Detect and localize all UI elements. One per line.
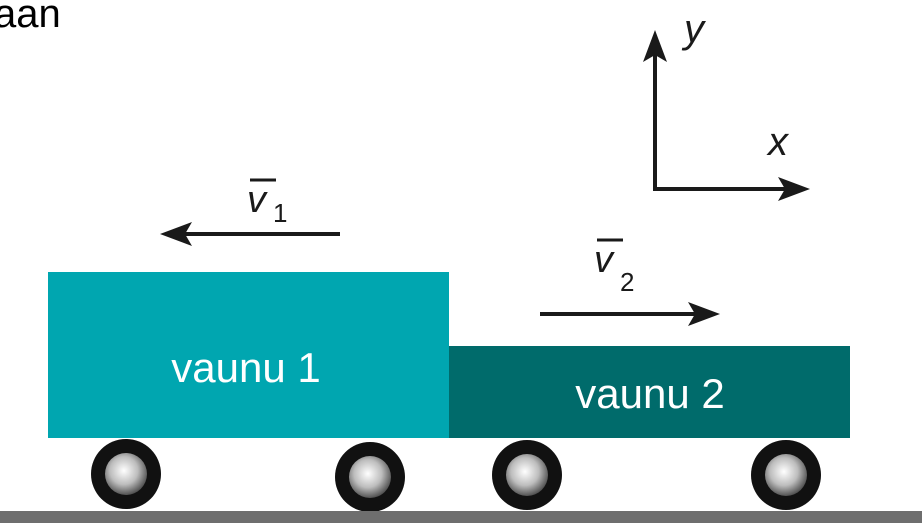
cart-2: vaunu 2 xyxy=(449,346,850,438)
cart-2-wheel-left xyxy=(492,440,562,510)
cart-1-body xyxy=(48,272,449,438)
y-axis-arrowhead xyxy=(643,30,667,62)
ground-line xyxy=(0,511,922,523)
cart-1-label: vaunu 1 xyxy=(171,344,320,391)
cart-1-wheel-right xyxy=(335,442,405,512)
y-axis-label: y xyxy=(681,7,707,51)
velocity-1-arrowhead xyxy=(160,222,192,246)
wheels xyxy=(91,439,821,512)
velocity-1-vector: v 1 xyxy=(160,178,340,246)
cart-2-body xyxy=(449,346,850,438)
heading-fragment: aan xyxy=(0,0,61,36)
cart-2-label: vaunu 2 xyxy=(575,370,724,417)
cart-1-wheel-left xyxy=(91,439,161,509)
velocity-2-subscript: 2 xyxy=(620,267,634,297)
velocity-2-arrowhead xyxy=(688,302,720,326)
x-axis-arrowhead xyxy=(778,177,810,201)
cart-1: vaunu 1 xyxy=(48,272,449,438)
velocity-2-symbol: v xyxy=(594,239,615,281)
coordinate-axes: y x xyxy=(643,7,810,201)
velocity-2-vector: v 2 xyxy=(540,238,720,326)
velocity-1-symbol: v xyxy=(247,179,268,221)
x-axis-label: x xyxy=(766,120,790,164)
velocity-1-subscript: 1 xyxy=(273,198,287,228)
cart-2-wheel-right xyxy=(751,440,821,510)
